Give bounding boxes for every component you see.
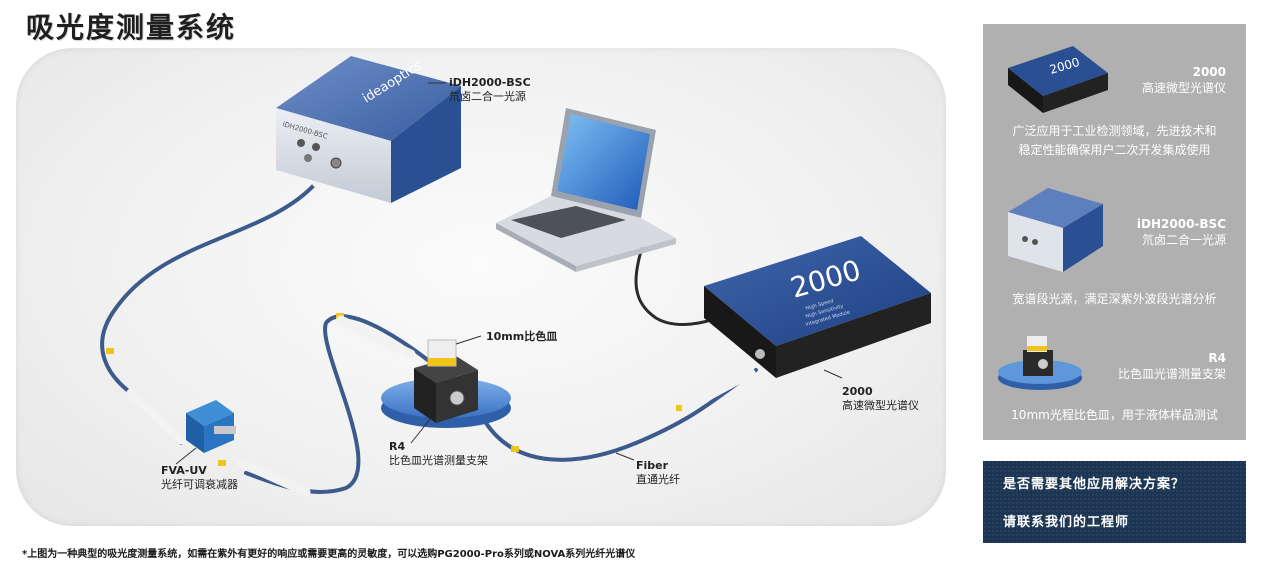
- diagram-graphics: ideaoptics iDH2000-BSC 2000 High SpeedHi…: [100, 56, 931, 497]
- sidebar-item-spectrometer-description: 广泛应用于工业检测领域，先进技术和 稳定性能确保用户二次开发集成使用: [983, 122, 1246, 160]
- spectrometer-name: 高速微型光谱仪: [842, 399, 919, 412]
- attenuator-label: FVA-UV 光纤可调衰减器: [161, 464, 238, 492]
- sidebar-item-spectrometer-title: 2000 高速微型光谱仪: [1142, 64, 1226, 96]
- light-source-device: [276, 56, 461, 203]
- holder-model: R4: [389, 440, 406, 453]
- sidebar-item-light-source-description: 宽谱段光源，满足深紫外波段光谱分析: [983, 290, 1246, 309]
- sidebar-item-model: R4: [1208, 351, 1226, 365]
- laptop: [496, 108, 676, 272]
- holder-label: R4 比色皿光谱测量支架: [389, 440, 488, 468]
- contact-line-2[interactable]: 请联系我们的工程师: [1003, 515, 1130, 530]
- sidebar-item-name: 氘卤二合一光源: [1141, 233, 1226, 247]
- sidebar-item-model: iDH2000-BSC: [1136, 217, 1226, 231]
- light-source-label: iDH2000-BSC 氘卤二合一光源: [449, 76, 531, 104]
- attenuator-device: [186, 400, 236, 453]
- cuvette-name: 10mm比色皿: [486, 330, 558, 343]
- spectrometer-model: 2000: [842, 385, 873, 398]
- cuvette-label: 10mm比色皿: [486, 330, 557, 344]
- spectrometer-thumbnail: 2000: [1008, 46, 1108, 113]
- description-line: 广泛应用于工业检测领域，先进技术和: [1012, 124, 1217, 138]
- light-source-thumbnail: [1008, 188, 1103, 272]
- description-line: 10mm光程比色皿，用于液体样品测试: [1011, 408, 1218, 422]
- sidebar-item-light-source-title: iDH2000-BSC 氘卤二合一光源: [1137, 216, 1226, 248]
- cuvette-holder: [381, 339, 511, 428]
- spectrometer-label: 2000 高速微型光谱仪: [842, 385, 919, 413]
- contact-banner[interactable]: 是否需要其他应用解决方案？ 请联系我们的工程师: [983, 461, 1246, 543]
- sidebar-item-name: 比色皿光谱测量支架: [1117, 367, 1226, 381]
- light-source-name: 氘卤二合一光源: [449, 90, 526, 103]
- sidebar-item-name: 高速微型光谱仪: [1141, 81, 1226, 95]
- callout-lines: [175, 82, 843, 465]
- attenuator-model: FVA-UV: [161, 464, 207, 477]
- product-sidebar: 2000 2000 高速微型光谱仪 广泛应用于工业检测领域，先进技术和 稳定性能…: [983, 24, 1246, 440]
- holder-name: 比色皿光谱测量支架: [389, 454, 488, 467]
- description-line: 宽谱段光源，满足深紫外波段光谱分析: [1012, 292, 1217, 306]
- description-line: 稳定性能确保用户二次开发集成使用: [1018, 143, 1211, 157]
- fiber-label: Fiber 直通光纤: [636, 459, 680, 487]
- fiber-name: 直通光纤: [636, 473, 680, 486]
- spectrometer-device: [704, 236, 931, 378]
- sidebar-item-holder-description: 10mm光程比色皿，用于液体样品测试: [983, 406, 1246, 425]
- sidebar-item-holder-title: R4 比色皿光谱测量支架: [1118, 350, 1226, 382]
- attenuator-name: 光纤可调衰减器: [161, 478, 238, 491]
- holder-thumbnail: [998, 336, 1082, 390]
- page-title: 吸光度测量系统: [26, 11, 237, 44]
- fiber-model: Fiber: [636, 459, 669, 472]
- light-source-model: iDH2000-BSC: [449, 76, 531, 89]
- sidebar-item-model: 2000: [1192, 65, 1226, 79]
- footnote: *上图为一种典型的吸光度测量系统，如需在紫外有更好的响应或需要更高的灵敏度，可以…: [22, 549, 636, 560]
- contact-line-1: 是否需要其他应用解决方案？: [1003, 477, 1186, 492]
